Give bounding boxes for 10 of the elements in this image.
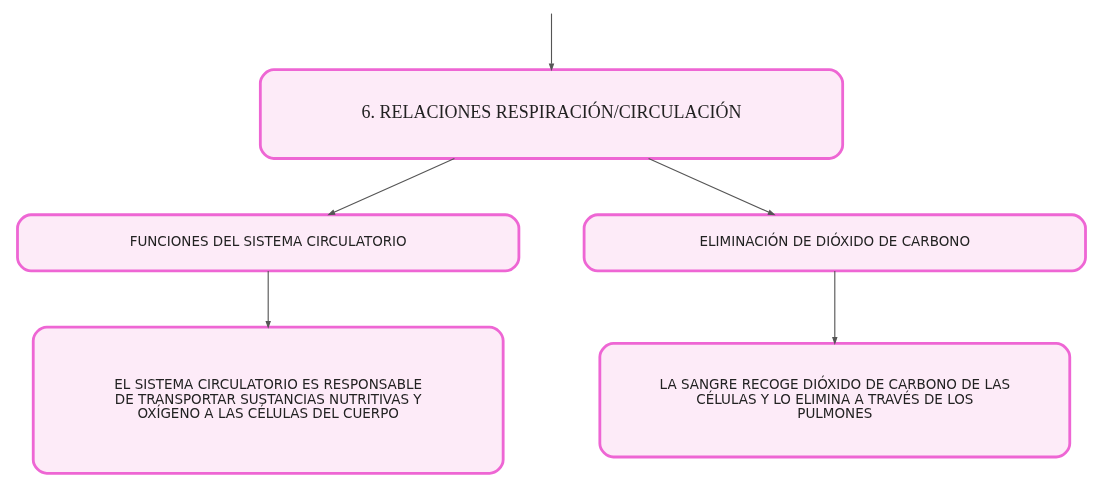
arrow xyxy=(647,158,776,216)
node-box: 6. RELACIONES RESPIRACIÓN/CIRCULACIÓN xyxy=(258,68,844,160)
arrow xyxy=(326,158,455,216)
node-box: EL SISTEMA CIRCULATORIO ES RESPONSABLE DE TRANSPORTAR SUSTANCIAS NUTRITIVAS Y OXÍGENO A LAS CÉLULAS DEL CUERPO xyxy=(31,325,505,475)
arrow xyxy=(264,270,271,329)
arrow xyxy=(831,270,838,345)
arrow xyxy=(548,13,554,72)
node-box: LA SANGRE RECOGE DIÓXIDO DE CARBONO DE LAS CÉLULAS Y LO ELIMINA A TRAVÉS DE LOS PULMONES xyxy=(597,342,1071,459)
node-box: FUNCIONES DEL SISTEMA CIRCULATORIO xyxy=(15,213,520,273)
node-box: ELIMINACIÓN DE DIÓXIDO DE CARBONO xyxy=(582,213,1087,273)
